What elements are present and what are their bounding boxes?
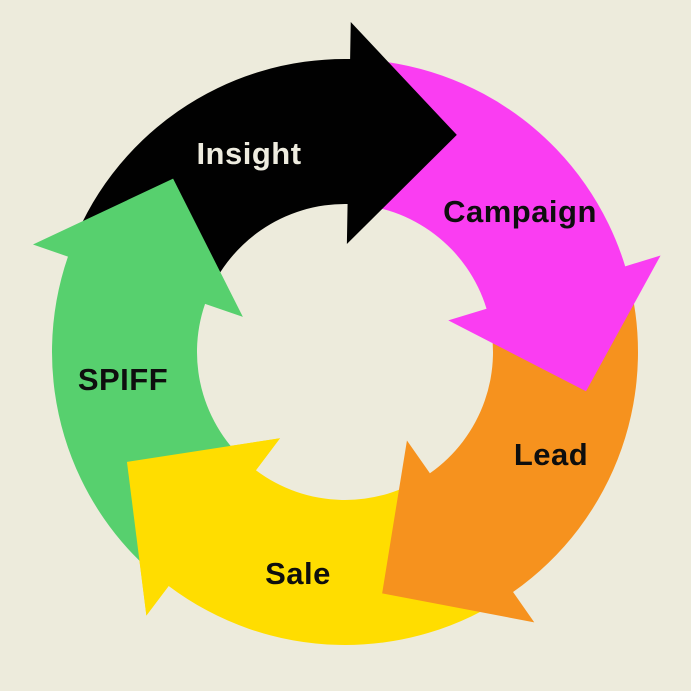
cycle-arrow-sale-head-overlay [126, 438, 280, 616]
step-label-lead: Lead [514, 437, 588, 472]
step-label-spiff: SPIFF [78, 362, 168, 397]
step-label-campaign: Campaign [443, 194, 597, 229]
step-label-insight: Insight [196, 136, 301, 171]
step-label-sale: Sale [265, 556, 331, 591]
